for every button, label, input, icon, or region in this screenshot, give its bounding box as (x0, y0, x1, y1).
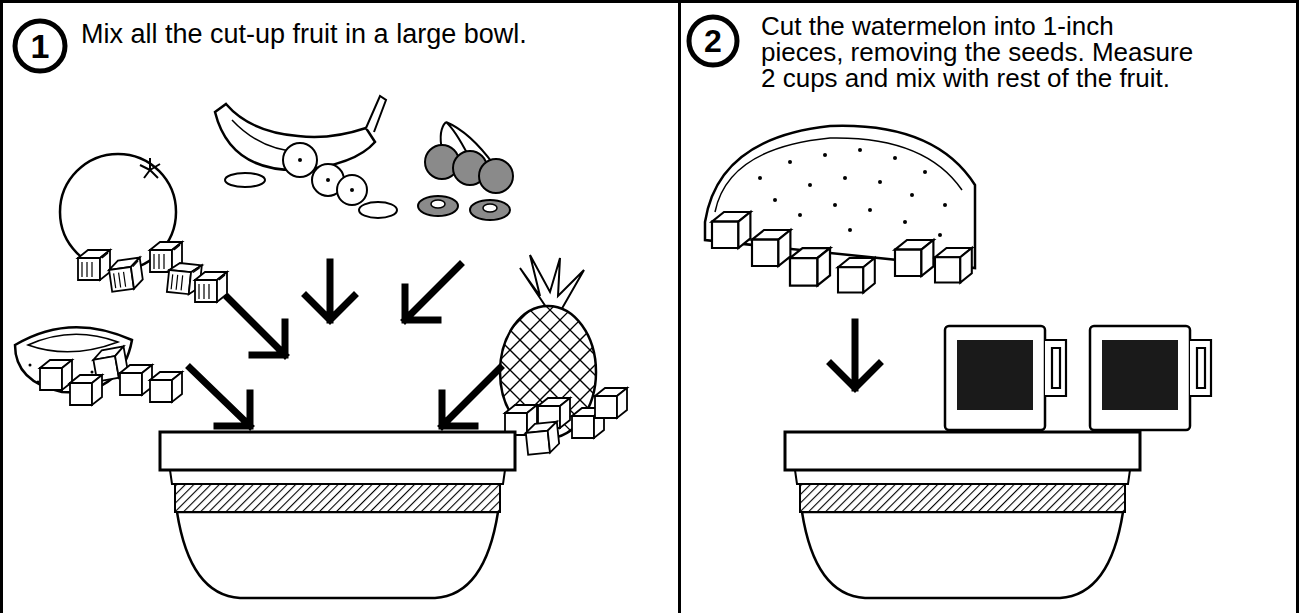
cantaloupe (70, 375, 102, 405)
watermelon-slice (823, 153, 827, 157)
watermelon-slice (903, 220, 907, 224)
cherries (418, 122, 513, 220)
mixing-bowl (175, 484, 500, 512)
cantaloupe (29, 364, 32, 367)
watermelon-slice (758, 176, 762, 180)
watermelon-slice (895, 240, 933, 276)
step-instruction: Cut the watermelon into 1-inch pieces, r… (761, 13, 1201, 91)
pour-arrow (442, 368, 500, 426)
orange (60, 154, 227, 302)
watermelon-slice (943, 203, 947, 207)
watermelon-slice (938, 233, 942, 237)
orange (140, 158, 160, 178)
mixing-bowl (177, 512, 498, 598)
step-panel: 2 Cut the watermelon into 1-inch pieces, … (678, 0, 1299, 613)
watermelon-slice (910, 193, 914, 197)
step-number-circle: 1 (12, 18, 68, 74)
watermelon-slice (838, 258, 875, 293)
measuring-cup (945, 326, 1045, 430)
measuring-cup (1190, 340, 1211, 396)
watermelon-slice (715, 138, 962, 212)
measuring-cup (1090, 326, 1211, 430)
measuring-cup (945, 326, 1066, 430)
circle-outline (15, 21, 65, 71)
banana (366, 96, 386, 132)
watermelon-slice (705, 126, 975, 268)
cantaloupe (37, 381, 40, 384)
step-number: 2 (704, 25, 722, 57)
step-number: 1 (31, 29, 50, 63)
cherries (418, 196, 458, 216)
pour-arrow (190, 262, 500, 426)
banana (225, 173, 265, 187)
mixing-bowl (785, 432, 1140, 598)
mixing-bowl (795, 470, 1130, 484)
cherries (483, 204, 497, 212)
cantaloupe (91, 371, 94, 374)
watermelon-slice (773, 198, 777, 202)
cherries (431, 200, 445, 208)
mixing-bowl (802, 512, 1123, 598)
mixing-bowl (170, 470, 505, 484)
watermelon-slice (808, 183, 812, 187)
cantaloupe (15, 327, 182, 405)
cantaloupe (40, 360, 72, 390)
watermelon-slice (788, 160, 792, 164)
pour-arrow (831, 322, 879, 388)
cantaloupe (150, 372, 182, 402)
watermelon-slice (843, 176, 847, 180)
banana (215, 96, 397, 218)
watermelon-slice (705, 126, 975, 293)
measuring-cup (1045, 340, 1066, 396)
banana (298, 158, 302, 162)
measuring-cup (957, 340, 1033, 410)
step-instruction: Mix all the cut-up fruit in a large bowl… (81, 21, 591, 48)
cherries (479, 159, 513, 193)
watermelon-slice (833, 203, 837, 207)
measuring-cup (1102, 340, 1178, 410)
pour-arrow (831, 322, 879, 388)
orange (78, 250, 110, 280)
watermelon-slice (935, 248, 972, 283)
watermelon-slice (868, 208, 872, 212)
watermelon-slice (790, 248, 830, 286)
watermelon-slice (893, 156, 897, 160)
banana (350, 188, 354, 192)
watermelon-slice (758, 148, 947, 237)
pineapple (500, 255, 627, 455)
watermelon-slice (798, 213, 802, 217)
pour-arrow (306, 262, 354, 320)
orange (195, 272, 227, 302)
measuring-cup (1090, 326, 1190, 430)
pour-arrow (228, 298, 285, 355)
banana (326, 178, 330, 182)
watermelon-slice (878, 180, 882, 184)
banana (337, 175, 367, 205)
watermelon-slice (923, 170, 927, 174)
cherries (470, 200, 510, 220)
mixing-bowl (785, 432, 1140, 470)
pineapple (525, 422, 560, 455)
watermelon-slice (712, 212, 750, 248)
orange (108, 258, 144, 292)
cantaloupe (120, 365, 152, 395)
banana (359, 202, 397, 218)
pour-arrow (190, 368, 250, 426)
pineapple (520, 255, 584, 312)
banana (283, 143, 317, 177)
watermelon-slice (848, 228, 852, 232)
step-panel: 1 Mix all the cut-up fruit in a large bow… (0, 0, 681, 613)
pineapple (595, 388, 627, 418)
mixing-bowl (160, 432, 515, 598)
step-number-circle: 2 (686, 14, 740, 68)
watermelon-slice (752, 230, 790, 266)
watermelon-slice (858, 148, 862, 152)
circle-outline (689, 17, 737, 65)
mixing-bowl (160, 432, 515, 470)
mixing-bowl (800, 484, 1125, 512)
pour-arrow (405, 265, 460, 320)
